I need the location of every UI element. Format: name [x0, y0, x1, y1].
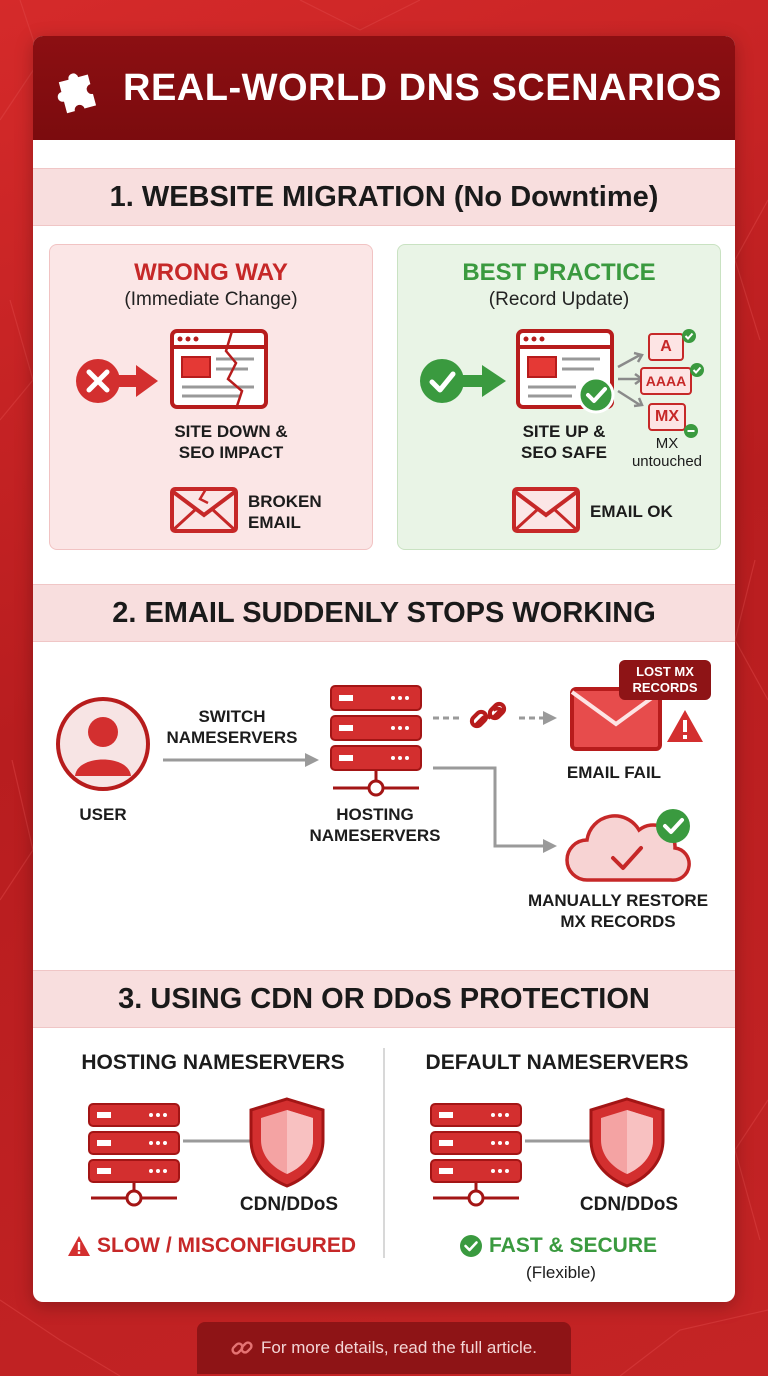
restore-line1: MANUALLY RESTORE: [527, 891, 709, 910]
switch-label-line2: NAMESERVERS: [166, 728, 298, 747]
read-more-link[interactable]: For more details, read the full article.: [261, 1338, 537, 1357]
restore-arrow: [433, 766, 557, 853]
switch-nameservers-label: SWITCH NAMESERVERS: [157, 706, 307, 748]
warning-icon: [667, 710, 703, 742]
right-cdn-label: CDN/DDoS: [579, 1194, 679, 1215]
mx-untouched-note: MX untouched: [624, 435, 710, 471]
email-fail-label: EMAIL FAIL: [566, 763, 662, 782]
header-bar: REAL-WORLD DNS SCENARIOS: [33, 36, 735, 140]
column-divider: [383, 1048, 385, 1258]
site-down-label-line2: SEO IMPACT: [178, 443, 284, 462]
hosting-label-line2: NAMESERVERS: [309, 826, 441, 845]
broken-browser-icon: [170, 329, 268, 410]
record-a-check-icon: [682, 329, 696, 343]
slow-misconfigured-status: SLOW / MISCONFIGURED: [67, 1234, 356, 1258]
infographic-card: REAL-WORLD DNS SCENARIOS 1. WEBSITE MIGR…: [33, 36, 735, 1302]
left-cdn-label: CDN/DDoS: [239, 1194, 339, 1215]
section-1-title: 1. WEBSITE MIGRATION (No Downtime): [33, 168, 735, 226]
site-up-label: SITE UP & SEO SAFE: [494, 421, 634, 463]
email-fail-icon: [570, 687, 662, 751]
switch-arrow: [163, 753, 319, 767]
mx-note-line2: untouched: [631, 453, 703, 470]
cloud-check-icon: [565, 809, 691, 882]
hosting-nameservers-heading: HOSTING NAMESERVERS: [81, 1051, 345, 1074]
best-practice-subtitle: (Record Update): [488, 289, 630, 310]
manual-restore-label: MANUALLY RESTORE MX RECORDS: [513, 890, 723, 932]
right-shield-icon: [589, 1097, 665, 1188]
broken-email-icon: [170, 487, 238, 533]
switch-label-line1: SWITCH: [198, 707, 266, 726]
hosting-server-stack-icon: [88, 1103, 180, 1207]
lost-mx-line2: RECORDS: [632, 680, 698, 695]
site-up-line2: SEO SAFE: [521, 443, 607, 462]
record-a-box: A: [648, 333, 684, 361]
hosting-label-line1: HOSTING: [336, 805, 414, 824]
lost-mx-badge: LOST MX RECORDS: [619, 660, 711, 700]
check-arrow-icon: [420, 359, 506, 403]
fast-status-text: FAST & SECURE: [489, 1234, 658, 1257]
slow-status-text: SLOW / MISCONFIGURED: [97, 1234, 356, 1257]
link-icon: [231, 1341, 253, 1355]
email-ok-icon: [512, 487, 580, 533]
left-connector-line: [183, 1139, 253, 1143]
restore-line2: MX RECORDS: [560, 912, 676, 931]
site-down-label-line1: SITE DOWN &: [174, 422, 288, 441]
right-connector-line: [525, 1139, 593, 1143]
fast-secure-status: FAST & SECURE: [459, 1234, 657, 1258]
broken-email-label: BROKEN EMAIL: [248, 491, 322, 533]
mx-note-line1: MX: [655, 435, 679, 452]
hosting-server-icon: [330, 685, 422, 797]
page-title: REAL-WORLD DNS SCENARIOS: [123, 66, 722, 109]
default-server-stack-icon: [430, 1103, 522, 1207]
site-down-label: SITE DOWN & SEO IMPACT: [146, 421, 316, 463]
record-aaaa-box: AAAA: [640, 367, 692, 395]
email-ok-label: EMAIL OK: [590, 502, 673, 521]
check-small-icon: [460, 1235, 482, 1257]
record-mx-label: MX: [655, 408, 679, 425]
healthy-browser-icon: [516, 329, 615, 414]
hosting-nameservers-label: HOSTING NAMESERVERS: [295, 804, 455, 846]
best-practice-title: BEST PRACTICE: [462, 259, 656, 286]
wrong-way-subtitle: (Immediate Change): [124, 289, 298, 310]
record-aaaa-label: AAAA: [645, 373, 687, 389]
flexible-note: (Flexible): [526, 1263, 596, 1282]
record-aaaa-check-icon: [690, 363, 704, 377]
puzzle-icon: [57, 73, 97, 114]
best-practice-panel: BEST PRACTICE (Record Update): [397, 244, 721, 550]
wrong-way-panel: WRONG WAY (Immediate Change) SITE DOWN &…: [49, 244, 373, 550]
site-up-line1: SITE UP &: [522, 422, 606, 441]
lost-mx-line1: LOST MX: [636, 664, 694, 679]
error-x-icon: [76, 359, 158, 403]
wrong-way-title: WRONG WAY: [134, 259, 288, 286]
default-nameservers-heading: DEFAULT NAMESERVERS: [425, 1051, 689, 1074]
section-2-title: 2. EMAIL SUDDENLY STOPS WORKING: [33, 584, 735, 642]
broken-email-line1: BROKEN: [248, 492, 322, 511]
left-shield-icon: [249, 1097, 325, 1188]
user-label: USER: [79, 805, 127, 824]
read-more-footer[interactable]: For more details, read the full article.: [197, 1322, 571, 1374]
section-3-title: 3. USING CDN OR DDoS PROTECTION: [33, 970, 735, 1028]
record-mx-minus-icon: [684, 424, 698, 438]
record-mx-box: MX: [648, 403, 686, 431]
warning-small-icon: [68, 1236, 90, 1256]
broken-link-path: [433, 701, 557, 729]
user-avatar-icon: [56, 697, 150, 791]
broken-email-line2: EMAIL: [248, 513, 301, 532]
record-a-label: A: [660, 338, 672, 355]
